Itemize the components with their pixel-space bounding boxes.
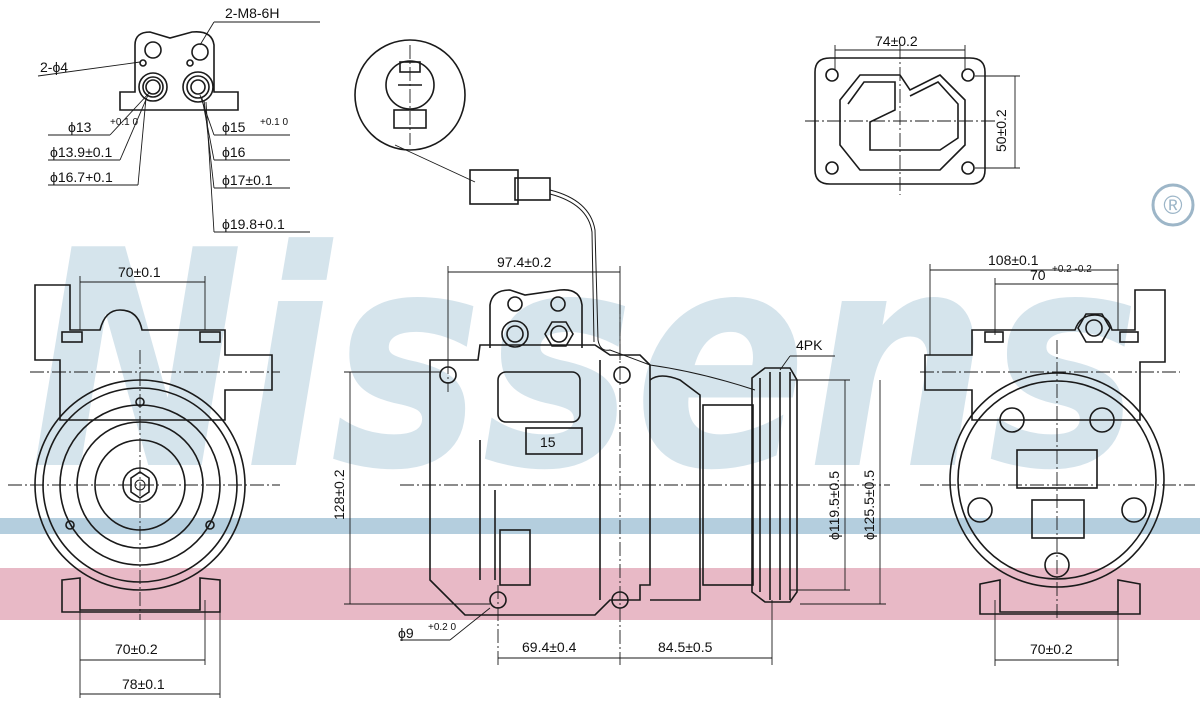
mount-hole-dia: ϕ9 (398, 625, 414, 641)
pin-label: 2-ϕ4 (40, 59, 68, 75)
rear-bottom-width: 70±0.2 (1030, 641, 1073, 657)
side-view: 15 (344, 266, 890, 665)
front-bottom-width: 70±0.2 (115, 641, 158, 657)
front-view (8, 276, 280, 698)
registered-circle (1151, 183, 1195, 227)
left-port-dia-1: ϕ13 (68, 119, 92, 135)
right-port-dia-1: ϕ15 (222, 119, 246, 135)
side-top-length: 97.4±0.2 (497, 254, 552, 270)
left-port-tol: +0.1 0 (110, 117, 139, 128)
pulley-dia-1: ϕ119.5±0.5 (826, 471, 842, 540)
cast-number: 15 (540, 434, 556, 450)
lower-length-2: 84.5±0.5 (658, 639, 713, 655)
right-port-tol: +0.1 0 (260, 117, 289, 128)
thread-label: 2-M8-6H (225, 5, 279, 21)
plug-width-label: 74±0.2 (875, 33, 918, 49)
rear-top-width: 108±0.1 (988, 252, 1039, 268)
plug-detail (354, 39, 756, 391)
rear-mid-width: 70 (1030, 267, 1046, 283)
top-flange-detail (37, 21, 320, 233)
rear-view (920, 264, 1195, 666)
registered-mark: ® (1163, 190, 1182, 220)
belt-profile: 4PK (796, 337, 823, 353)
side-height: 128±0.2 (331, 469, 347, 520)
brand-watermark: Nissens (30, 187, 1140, 536)
right-port-dia-3: ϕ17±0.1 (222, 172, 273, 188)
mount-hole-tol: +0.2 0 (428, 622, 457, 633)
right-port-dia-2: ϕ16 (222, 144, 246, 160)
left-port-dia-2: ϕ13.9±0.1 (50, 144, 112, 160)
lower-length-1: 69.4±0.4 (522, 639, 577, 655)
left-port-dia-3: ϕ16.7+0.1 (50, 169, 113, 185)
front-overall-width: 78±0.1 (122, 676, 165, 692)
pulley-dia-2: ϕ125.5±0.5 (861, 470, 877, 540)
rear-mid-width-tol: +0.2 -0.2 (1052, 264, 1092, 275)
plug-flange (805, 45, 1020, 195)
plug-height-label: 50±0.2 (993, 109, 1009, 152)
right-port-dia-4: ϕ19.8+0.1 (222, 216, 285, 232)
front-top-width: 70±0.1 (118, 264, 161, 280)
